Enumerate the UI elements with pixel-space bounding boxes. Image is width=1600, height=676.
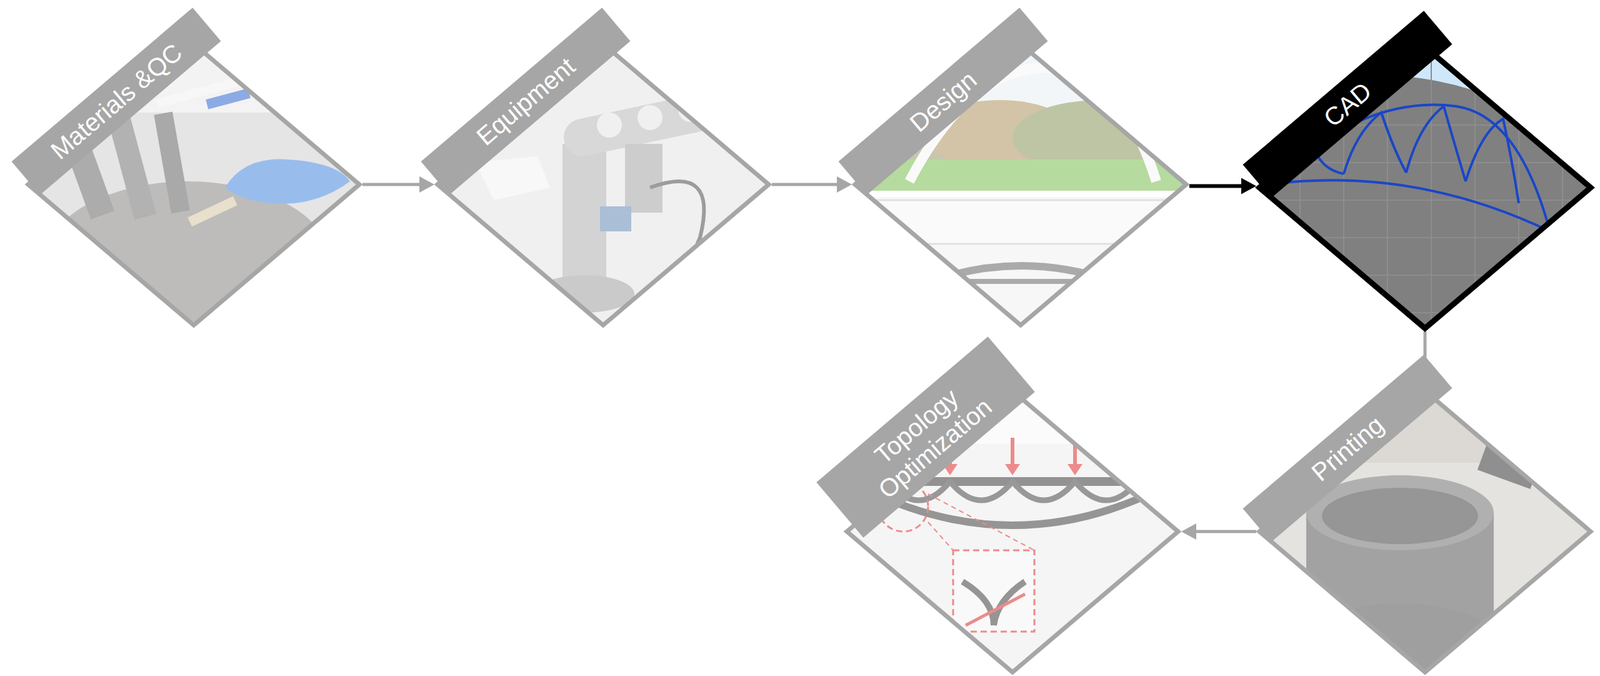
step-label: Design: [905, 65, 982, 137]
arrow-head: [419, 176, 435, 193]
printing-photo: [1256, 387, 1594, 675]
header-tab: Topology Optimization: [816, 336, 1036, 538]
process-diamond: Equipment: [437, 43, 769, 325]
process-diamond: Topology Optimization: [846, 390, 1179, 672]
diamond-border: [28, 43, 360, 325]
arrow-line: [362, 183, 422, 187]
diamond-outline: [855, 43, 1187, 325]
diamond-border: [437, 43, 769, 325]
robot-arm-photo: [434, 37, 775, 332]
process-diamond: Printing: [1259, 390, 1591, 672]
arrow-line: [771, 183, 840, 187]
step-label: Equipment: [471, 51, 580, 150]
step-label: Materials &QC: [45, 38, 188, 165]
diamond-outline: [28, 43, 360, 325]
arrow-head: [1181, 523, 1197, 540]
bridge-photo: [837, 37, 1191, 332]
process-diamond: Design: [855, 43, 1187, 325]
diamond-outline: [1259, 46, 1591, 329]
step-label: CAD: [1318, 76, 1377, 132]
process-diamond: CAD: [1259, 46, 1591, 329]
diamond-border: [855, 43, 1187, 325]
header-tab: CAD: [1243, 10, 1453, 198]
step-label: Topology Optimization: [869, 383, 997, 504]
diamond-border: [1259, 46, 1591, 329]
arrow-head: [1241, 178, 1257, 195]
arrow-line: [1193, 530, 1257, 534]
diamond-outline: [437, 43, 769, 325]
header-tab: Printing: [1243, 354, 1453, 542]
diamond-border: [1259, 390, 1591, 672]
arrow-head: [836, 176, 852, 193]
flow-arrow: [362, 176, 435, 193]
header-tab: Materials &QC: [11, 7, 222, 195]
arrow-line: [1189, 184, 1244, 189]
step-label: Printing: [1306, 410, 1389, 486]
flow-arrow: [771, 176, 852, 193]
header-tab: Equipment: [421, 7, 631, 195]
flow-arrow: [1189, 178, 1257, 195]
mixing-photo: [25, 37, 363, 344]
process-diamond: Materials &QC: [28, 43, 360, 325]
diamond-outline: [1259, 390, 1591, 672]
flow-arrow: [1181, 523, 1257, 540]
header-tab: Design: [838, 7, 1049, 195]
